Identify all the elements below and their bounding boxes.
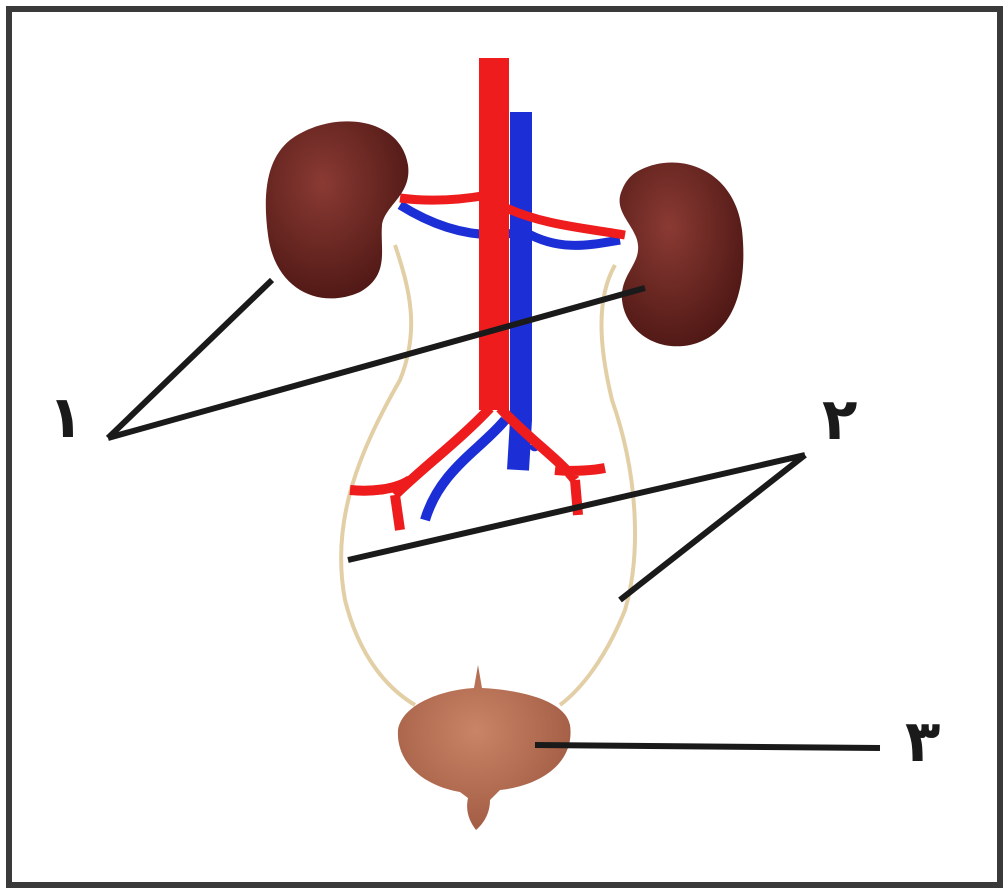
right-kidney (620, 163, 744, 347)
label-kidney: ١ (48, 388, 83, 446)
left-kidney (266, 121, 409, 298)
left-ureter (341, 245, 415, 705)
left-renal-artery (400, 195, 488, 200)
leader-line-3 (535, 745, 880, 748)
label-ureter: ٢ (822, 390, 857, 448)
left-iliac-artery (350, 408, 490, 530)
vena-cava (518, 112, 521, 470)
label-bladder: ٣ (905, 712, 940, 770)
